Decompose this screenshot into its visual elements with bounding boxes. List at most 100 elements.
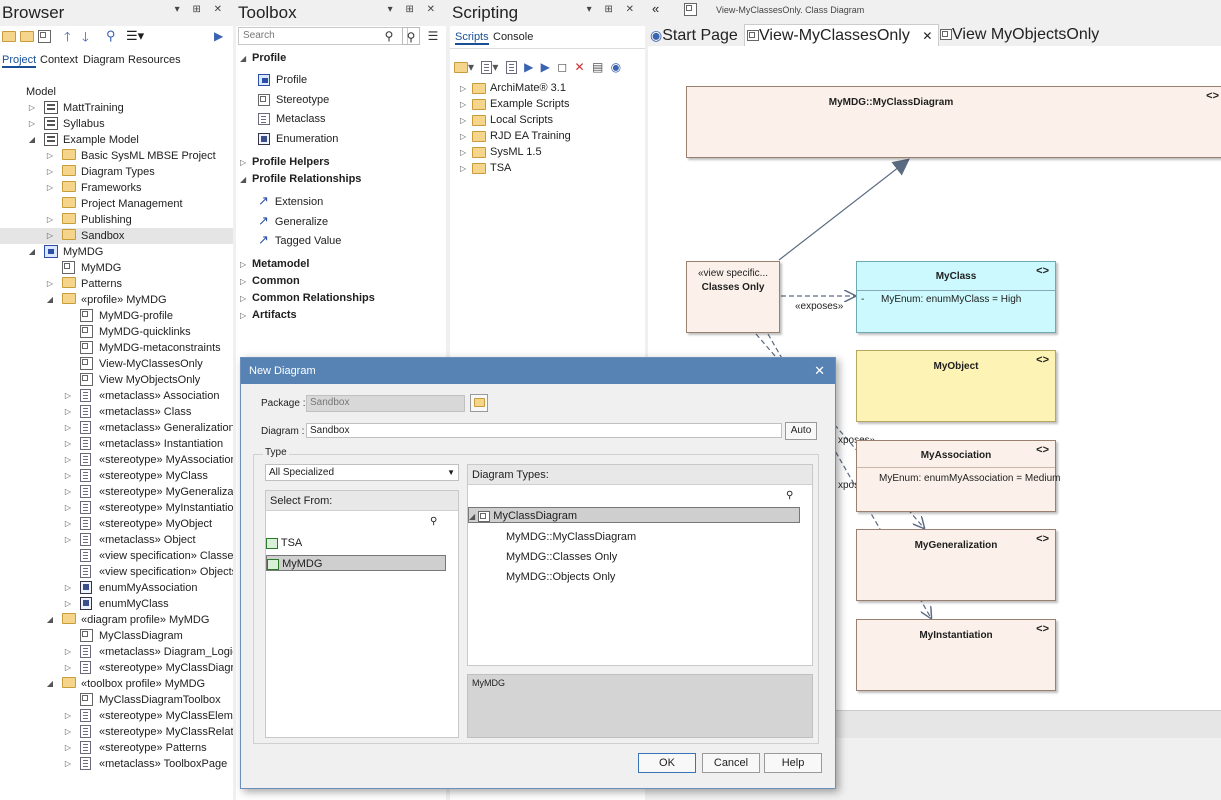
script-group[interactable]: ▷RJD EA Training (460, 128, 571, 144)
tree-item[interactable]: ▷«metaclass» Diagram_Logical (0, 644, 233, 660)
tab-console[interactable]: Console (493, 31, 534, 43)
locate-icon[interactable]: ⚲ (106, 28, 116, 43)
expand-icon[interactable]: ▷ (46, 231, 54, 240)
script-group[interactable]: ▷Local Scripts (460, 112, 553, 128)
tree-item[interactable]: ▷Frameworks (0, 180, 233, 196)
tab-scripts[interactable]: Scripts (455, 31, 489, 45)
expand-icon[interactable]: ▷ (460, 100, 467, 109)
tree-item[interactable]: ◢MyMDG (0, 244, 233, 260)
script-group[interactable]: ▷ArchiMate® 3.1 (460, 80, 566, 96)
expand-icon[interactable]: ▷ (64, 599, 72, 608)
diagram-type-item[interactable]: MyMDG::MyClassDiagram (506, 531, 637, 543)
tree-item[interactable]: View MyObjectsOnly (0, 372, 233, 388)
tab-start-page[interactable]: ◉Start Page (650, 27, 738, 44)
tree-item[interactable]: MyMDG (0, 260, 233, 276)
toolbox-window-controls[interactable]: ▾ ⊞ ✕ (387, 4, 440, 15)
tree-item[interactable]: ◢«toolbox profile» MyMDG (0, 676, 233, 692)
debug-icon[interactable]: ▶ (540, 60, 550, 74)
move-down-icon[interactable]: 🡓 (82, 29, 89, 44)
toolbox-item[interactable]: Metaclass (258, 111, 326, 127)
save-script-icon[interactable] (505, 61, 517, 75)
expand-icon[interactable]: ▷ (64, 503, 72, 512)
expand-icon[interactable]: ▷ (240, 310, 247, 320)
collapse-icon[interactable]: ◢ (469, 512, 476, 521)
collapse-icon[interactable]: ◢ (28, 247, 36, 256)
delete-icon[interactable]: ✕ (574, 60, 585, 74)
find-icon[interactable]: ⚲ (402, 27, 420, 45)
expand-icon[interactable]: ▷ (28, 119, 36, 128)
expand-icon[interactable]: ▷ (64, 439, 72, 448)
new-script-icon[interactable] (481, 61, 493, 75)
tree-item[interactable]: ▷«stereotype» MyObject (0, 516, 233, 532)
expand-icon[interactable]: ▷ (46, 183, 54, 192)
expand-icon[interactable]: ▷ (64, 535, 72, 544)
browser-window-controls[interactable]: ▾ ⊞ ✕ (174, 4, 227, 15)
myobject-element[interactable]: MyObject <> (856, 350, 1056, 422)
tree-item[interactable]: ▷Syllabus (0, 116, 233, 132)
expand-icon[interactable]: ▷ (460, 116, 467, 125)
expand-icon[interactable]: ▷ (240, 158, 247, 167)
myclass-element[interactable]: MyClass <> - MyEnum: enumMyClass = High (856, 261, 1056, 333)
toolbox-item[interactable]: ↗Tagged Value (258, 232, 341, 248)
select-item-mymdg[interactable]: MyMDG (266, 555, 446, 571)
tree-item[interactable]: ▷Basic SysML MBSE Project (0, 148, 233, 164)
script-group[interactable]: ▷TSA (460, 160, 511, 176)
tree-item[interactable]: «view specification» Objects Only (0, 564, 233, 580)
run-icon[interactable]: ▶ (524, 60, 534, 74)
expand-icon[interactable]: ▷ (240, 276, 247, 286)
menu-icon[interactable]: ☰▾ (126, 28, 145, 43)
new-group-icon[interactable] (454, 62, 468, 74)
tree-item[interactable]: ▷Patterns (0, 276, 233, 292)
toolbox-section[interactable]: ◢Profile (240, 50, 286, 66)
expand-icon[interactable]: ▷ (460, 84, 467, 93)
toolbox-section[interactable]: ▷Common (240, 273, 300, 289)
collapse-icon[interactable]: ◢ (46, 295, 54, 304)
tab-resources[interactable]: Resources (128, 54, 181, 66)
tab-diagram[interactable]: Diagram (83, 54, 125, 66)
collapse-icon[interactable]: ◢ (240, 54, 247, 63)
ok-button[interactable]: OK (638, 753, 696, 773)
expand-icon[interactable]: ▷ (64, 487, 72, 496)
myassociation-element[interactable]: MyAssociation <> MyEnum: enumMyAssociati… (856, 440, 1060, 512)
close-icon[interactable]: ✕ (814, 363, 825, 378)
expand-icon[interactable]: ▷ (240, 259, 247, 269)
toolbox-item[interactable]: Enumeration (258, 131, 338, 147)
help-button[interactable]: Help (764, 753, 822, 773)
expand-icon[interactable]: ▷ (46, 151, 54, 160)
tree-item[interactable]: ▷enumMyClass (0, 596, 233, 612)
diagram-type-item[interactable]: MyMDG::Objects Only (506, 571, 616, 583)
tree-item[interactable]: ◢Example Model (0, 132, 233, 148)
toolbox-section[interactable]: ◢Profile Relationships (240, 171, 361, 187)
diagram-name-input[interactable]: Sandbox (306, 423, 782, 438)
move-up-icon[interactable]: 🡑 (64, 29, 71, 44)
toolbox-item[interactable]: Profile (258, 72, 307, 88)
tree-item[interactable]: ▷«stereotype» MyClassRelationships (0, 724, 233, 740)
tree-item[interactable]: ▷«stereotype» MyClassDiagram (0, 660, 233, 676)
tree-item[interactable]: ▷«stereotype» MyClassElements (0, 708, 233, 724)
expand-icon[interactable]: ▷ (64, 583, 72, 592)
tab-view-myclassesonly[interactable]: View-MyClassesOnly ✕ (744, 24, 940, 46)
auto-button[interactable]: Auto (785, 422, 817, 440)
diagram-type-item[interactable]: MyMDG::Classes Only (506, 551, 618, 563)
expand-icon[interactable]: ▷ (64, 743, 72, 752)
select-item-tsa[interactable]: TSA (266, 535, 446, 551)
tree-item[interactable]: ◢«diagram profile» MyMDG (0, 612, 233, 628)
tree-item[interactable]: ▷«metaclass» Association (0, 388, 233, 404)
mygeneralization-element[interactable]: MyGeneralization <> (856, 529, 1056, 601)
close-tab-icon[interactable]: ✕ (922, 29, 933, 43)
myinstantiation-element[interactable]: MyInstantiation <> (856, 619, 1056, 691)
new-package-icon[interactable] (2, 31, 16, 42)
expand-icon[interactable]: ▷ (64, 663, 72, 672)
expand-icon[interactable]: ▷ (64, 759, 72, 768)
expand-icon[interactable]: ▷ (46, 215, 54, 224)
tree-item[interactable]: MyMDG-quicklinks (0, 324, 233, 340)
tree-item[interactable]: ▷«metaclass» Object (0, 532, 233, 548)
tree-item[interactable]: «view specification» Classes Only (0, 548, 233, 564)
toolbox-section[interactable]: ▷Profile Helpers (240, 154, 330, 170)
tree-item[interactable]: View-MyClassesOnly (0, 356, 233, 372)
toolbox-item[interactable]: ↗Extension (258, 193, 323, 209)
expand-icon[interactable]: ▷ (46, 279, 54, 288)
expand-icon[interactable]: ▷ (460, 148, 467, 157)
toolbox-section[interactable]: ▷Metamodel (240, 256, 309, 272)
tree-item[interactable]: ▷«metaclass» Generalization (0, 420, 233, 436)
